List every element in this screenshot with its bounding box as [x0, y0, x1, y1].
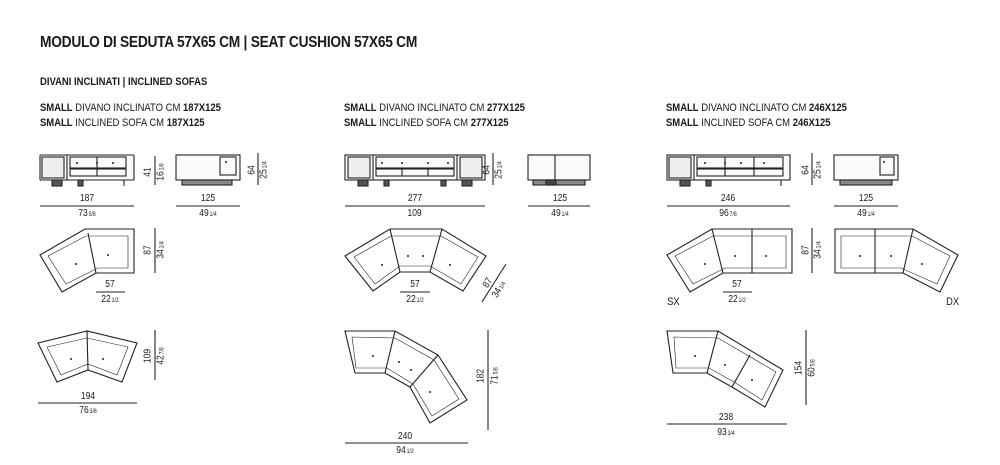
- side-view-125: [175, 153, 259, 207]
- front-view-277: [344, 153, 494, 207]
- plan2-depth-cm: 109: [142, 348, 154, 364]
- front-height-in: 161/8: [155, 163, 167, 181]
- plan-view-sx: [666, 228, 813, 293]
- plan-view-corner-3-seat: [344, 330, 489, 444]
- header-bold: SMALL: [666, 102, 699, 114]
- plan2-width-in: 941/2: [396, 445, 414, 456]
- plan2-depth-cm: 182: [475, 368, 487, 384]
- front-height-cm: 64: [800, 165, 812, 175]
- plan2-width-cm: 194: [80, 391, 96, 402]
- plan-depth-cm: 87: [800, 245, 812, 255]
- header-size: 246X125: [792, 117, 831, 129]
- plan-depth-cm: 87: [142, 245, 154, 255]
- front-width-in: 967/8: [719, 208, 737, 219]
- plan2-width-cm: 240: [397, 431, 413, 442]
- side-height-cm: 64: [246, 165, 258, 175]
- side-width-cm: 125: [858, 193, 874, 204]
- header-size: 187X125: [166, 117, 205, 129]
- header-size: 277X125: [486, 102, 525, 114]
- front-view-246: [666, 153, 813, 207]
- front-width-in: 109: [407, 208, 422, 219]
- seat-width-in: 221/2: [406, 294, 424, 305]
- plan2-depth-cm: 154: [793, 360, 805, 376]
- side-width-in: 491/4: [199, 208, 217, 219]
- seat-width-in: 221/2: [101, 294, 119, 305]
- seat-width-cm: 57: [410, 279, 420, 290]
- plan-view-curve-3-seat: [344, 228, 507, 303]
- plan2-width-in: 763/8: [79, 405, 97, 416]
- front-height-in: 251/4: [493, 161, 505, 179]
- side-view-125: [527, 154, 591, 207]
- plan-depth-in: 341/4: [812, 241, 824, 259]
- front-width-cm: 246: [720, 193, 736, 204]
- header-text: INCLINED SOFA CM: [698, 117, 793, 129]
- front-height-in: 251/4: [812, 161, 824, 179]
- side-width-cm: 125: [552, 193, 568, 204]
- front-height-cm: 64: [481, 165, 493, 175]
- plan2-width-in: 933/4: [717, 427, 735, 438]
- side-height-in: 251/4: [258, 161, 270, 179]
- header-text: DIVANO INCLINATO CM: [376, 102, 487, 114]
- side-view-125: [833, 154, 899, 207]
- header-size: 277X125: [470, 117, 509, 129]
- header-bold: SMALL: [344, 102, 377, 114]
- side-width-in: 491/4: [551, 208, 569, 219]
- plan2-depth-in: 605/8: [806, 359, 818, 377]
- seat-width-in: 221/2: [728, 294, 746, 305]
- header-bold: SMALL: [344, 117, 377, 129]
- front-view-187: [39, 154, 156, 207]
- header-text: INCLINED SOFA CM: [376, 117, 471, 129]
- plan2-width-cm: 238: [718, 412, 734, 423]
- label-dx: DX: [946, 296, 960, 308]
- header-bold: SMALL: [40, 117, 73, 129]
- plan2-depth-in: 715/8: [489, 367, 501, 385]
- header-bold: SMALL: [666, 117, 699, 129]
- plan-view-corner-2-seat: [39, 228, 156, 293]
- header-size: 187X125: [182, 102, 221, 114]
- plan-view-curve-2-seat: [37, 330, 156, 404]
- front-height-cm: 41: [142, 167, 154, 177]
- section-subtitle: DIVANI INCLINATI | INCLINED SOFAS: [40, 76, 208, 88]
- seat-width-cm: 57: [105, 279, 115, 290]
- plan-view-corner-sx: [666, 330, 807, 425]
- header-text: DIVANO INCLINATO CM: [698, 102, 809, 114]
- page-title: MODULO DI SEDUTA 57X65 CM | SEAT CUSHION…: [40, 34, 418, 51]
- header-text: INCLINED SOFA CM: [72, 117, 167, 129]
- cushion-buttons: [70, 161, 923, 393]
- side-width-cm: 125: [200, 193, 216, 204]
- plan2-depth-in: 427/8: [155, 347, 167, 365]
- column-header-187: SMALL DIVANO INCLINATO CM 187X125 SMALL …: [40, 101, 221, 131]
- side-width-in: 491/4: [857, 208, 875, 219]
- header-bold: SMALL: [40, 102, 73, 114]
- header-size: 246X125: [808, 102, 847, 114]
- header-text: DIVANO INCLINATO CM: [72, 102, 183, 114]
- front-width-in: 735/8: [78, 208, 96, 219]
- label-sx: SX: [667, 296, 680, 308]
- front-width-cm: 187: [79, 193, 95, 204]
- column-header-277: SMALL DIVANO INCLINATO CM 277X125 SMALL …: [344, 101, 525, 131]
- plan-depth-in: 341/4: [155, 241, 167, 259]
- front-width-cm: 277: [407, 193, 423, 204]
- plan-view-dx: [834, 228, 959, 293]
- seat-width-cm: 57: [732, 279, 742, 290]
- column-header-246: SMALL DIVANO INCLINATO CM 246X125 SMALL …: [666, 101, 847, 131]
